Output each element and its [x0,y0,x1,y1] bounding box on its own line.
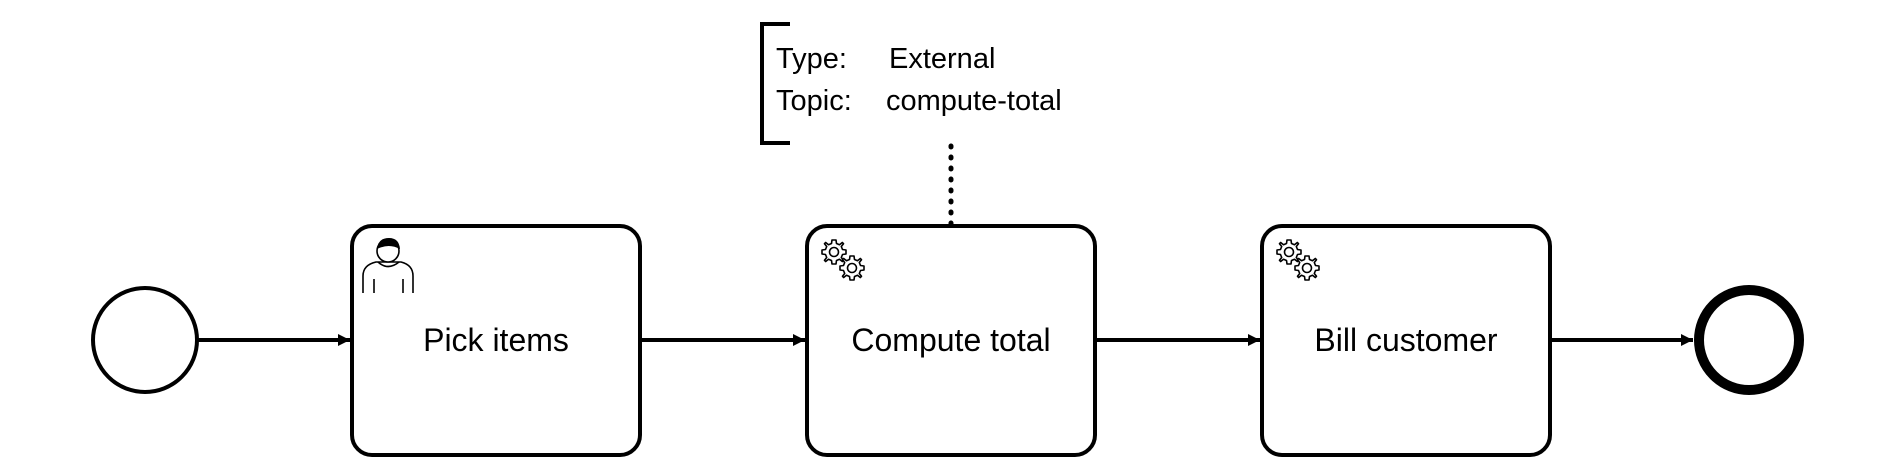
task-label: Compute total [851,322,1050,358]
annotation-type-value: External [889,43,995,75]
annotation-type-key: Type: [776,43,847,75]
annotation-topic-key: Topic: [776,85,852,117]
task-label: Bill customer [1314,322,1498,358]
start-event[interactable] [91,286,199,394]
annotation-bracket [760,22,790,145]
task-pick-items[interactable]: Pick items [350,224,642,457]
user-icon [362,238,414,293]
task-bill-customer[interactable]: Bill customer [1260,224,1552,457]
task-compute-total[interactable]: Compute total [805,224,1097,457]
annotation-topic-value: compute-total [886,85,1062,117]
text-annotation[interactable]: Type: External Topic: compute-total [760,22,1062,145]
end-event[interactable] [1694,285,1804,395]
task-label: Pick items [423,322,569,358]
